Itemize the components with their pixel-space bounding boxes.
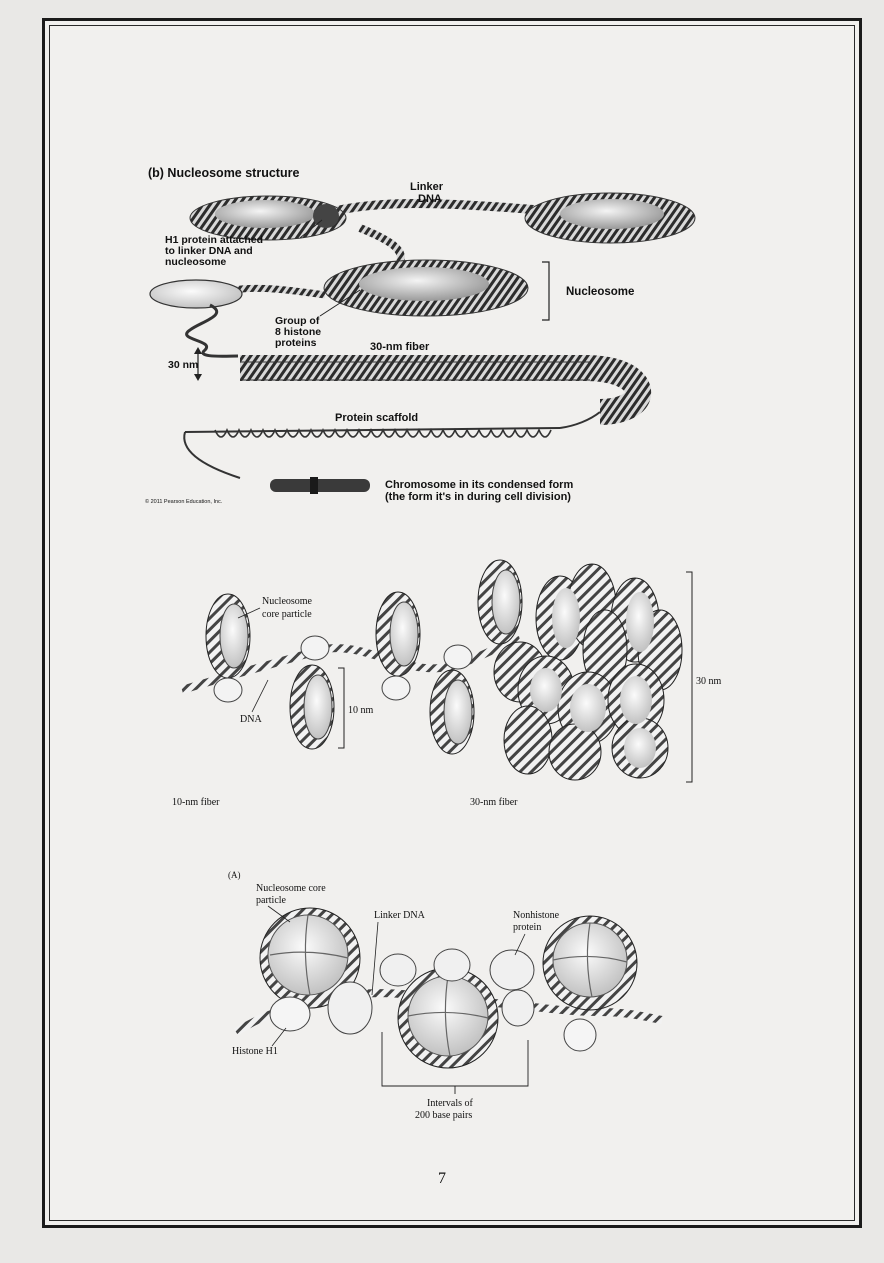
nucleosome-core-particle xyxy=(397,967,499,1069)
panel-a-label: (A) xyxy=(228,870,241,880)
solenoid-cluster xyxy=(493,563,683,781)
nucleosome-structure-figure: (b) Nucleosome structure xyxy=(145,166,696,505)
nucleosome-disk xyxy=(289,635,335,750)
chromosome-label-line1: Chromosome in its condensed form xyxy=(385,479,573,491)
protein-scaffold xyxy=(183,411,601,479)
nm10-label: 10 nm xyxy=(348,705,374,716)
figure-b-title: (b) Nucleosome structure xyxy=(148,166,299,180)
nm30-label-b: 30 nm xyxy=(168,359,198,371)
nm30-label-fiber: 30 nm xyxy=(696,676,722,687)
dna-strand xyxy=(180,636,522,694)
nonhistone-protein xyxy=(433,948,471,982)
intervals-label-line1: Intervals of xyxy=(427,1098,473,1109)
nucleosome-3 xyxy=(323,259,529,317)
linker-dna-strand xyxy=(328,199,541,217)
nonhistone-protein xyxy=(327,981,373,1035)
linker-dna-strand xyxy=(358,224,405,264)
nucleosome-label: Nucleosome xyxy=(566,286,634,298)
fiber-30nm-coil xyxy=(240,355,652,425)
chromosome-label-line2: (the form it's in during cell division) xyxy=(385,491,571,503)
nonhistone-protein xyxy=(501,989,535,1027)
h1-protein-label-line1: H1 protein attached xyxy=(165,234,263,246)
nonhistone-label-line2: protein xyxy=(513,922,541,933)
protein-scaffold-label: Protein scaffold xyxy=(335,412,418,424)
fiber-30nm-label-fiber: 30-nm fiber xyxy=(470,797,518,808)
nucleosome-disk xyxy=(429,644,475,755)
nucleosome-2 xyxy=(524,192,696,244)
linker-dna-a-label: Linker DNA xyxy=(374,910,426,921)
chromatin-fiber-figure: Nucleosome core particle DNA 10 nm 30 nm… xyxy=(172,559,722,808)
coiled-fiber-end xyxy=(149,279,243,309)
dna-label: DNA xyxy=(240,714,262,725)
h1-protein-label-line3: nucleosome xyxy=(165,256,226,268)
nucleosome-disk xyxy=(375,591,421,701)
nonhistone-label-line1: Nonhistone xyxy=(513,910,560,921)
linker-dna-label-line2: DNA xyxy=(418,193,442,205)
histone-h1-label: Histone H1 xyxy=(232,1046,278,1057)
fiber-10nm-label: 10-nm fiber xyxy=(172,797,220,808)
nucleosome-chain-figure: (A) Nucleosome core particle Linker DNA … xyxy=(228,870,663,1121)
fiber-30nm-label-b: 30-nm fiber xyxy=(370,341,430,353)
copyright-note: © 2011 Pearson Education, Inc. xyxy=(145,498,223,505)
histone-group-label-line1: Group of xyxy=(275,315,320,327)
page-number: 7 xyxy=(438,1170,446,1187)
nucleosome-core-particle xyxy=(542,915,638,1011)
histone-h1-protein xyxy=(563,1018,597,1052)
condensed-chromosome xyxy=(270,477,370,494)
histone-h1-protein xyxy=(269,996,311,1032)
nonhistone-protein xyxy=(379,953,417,987)
nucleosome-disk xyxy=(205,593,251,703)
nonhistone-protein xyxy=(489,949,535,991)
core-particle-a-label-line2: particle xyxy=(256,895,287,906)
core-particle-label-line1: Nucleosome xyxy=(262,596,313,607)
histone-group-label-line3: proteins xyxy=(275,337,317,349)
core-particle-a-label-line1: Nucleosome core xyxy=(256,883,326,894)
h1-protein-label-line2: to linker DNA and xyxy=(165,245,253,257)
core-particle-label-line2: core particle xyxy=(262,609,312,620)
linker-dna-label-line1: Linker xyxy=(410,181,444,193)
intervals-label-line2: 200 base pairs xyxy=(415,1110,472,1121)
nucleosome-disk xyxy=(477,559,523,645)
nucleosome-core-particle xyxy=(259,907,361,1009)
histone-group-label-line2: 8 histone xyxy=(275,326,321,338)
